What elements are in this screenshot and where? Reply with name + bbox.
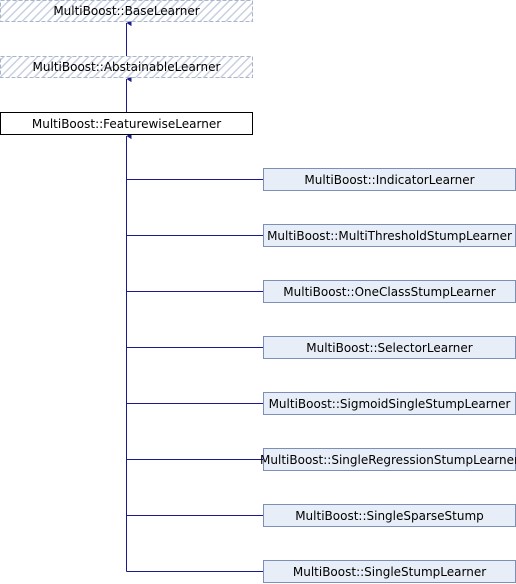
node-label: MultiBoost::SingleRegressionStumpLearner — [260, 453, 516, 467]
node-baselearner[interactable]: MultiBoost::BaseLearner — [0, 0, 253, 22]
node-selectorlearner[interactable]: MultiBoost::SelectorLearner — [263, 336, 516, 359]
node-label: MultiBoost::OneClassStumpLearner — [283, 285, 495, 299]
node-label: MultiBoost::FeaturewiseLearner — [32, 117, 221, 131]
node-label: MultiBoost::BaseLearner — [53, 4, 199, 18]
node-abstainablelearner[interactable]: MultiBoost::AbstainableLearner — [0, 56, 253, 78]
node-label: MultiBoost::AbstainableLearner — [33, 60, 221, 74]
node-indicatorlearner[interactable]: MultiBoost::IndicatorLearner — [263, 168, 516, 191]
node-label: MultiBoost::IndicatorLearner — [304, 173, 474, 187]
node-singlesparsestump[interactable]: MultiBoost::SingleSparseStump — [263, 504, 516, 527]
node-label: MultiBoost::SelectorLearner — [306, 341, 473, 355]
node-label: MultiBoost::SigmoidSingleStumpLearner — [269, 397, 511, 411]
node-label: MultiBoost::SingleStumpLearner — [293, 565, 486, 579]
node-label: MultiBoost::MultiThresholdStumpLearner — [267, 229, 512, 243]
node-multithresholdstumplearner[interactable]: MultiBoost::MultiThresholdStumpLearner — [263, 224, 516, 247]
inheritance-edges — [126, 23, 263, 572]
node-featurewiselearner[interactable]: MultiBoost::FeaturewiseLearner — [0, 112, 253, 135]
node-label: MultiBoost::SingleSparseStump — [295, 509, 484, 523]
node-oneclassstumplearner[interactable]: MultiBoost::OneClassStumpLearner — [263, 280, 516, 303]
node-singlestumplearner[interactable]: MultiBoost::SingleStumpLearner — [263, 560, 516, 583]
node-sigmoidsinglestumplearner[interactable]: MultiBoost::SigmoidSingleStumpLearner — [263, 392, 516, 415]
node-singleregressionstumplearner[interactable]: MultiBoost::SingleRegressionStumpLearner — [260, 448, 516, 471]
